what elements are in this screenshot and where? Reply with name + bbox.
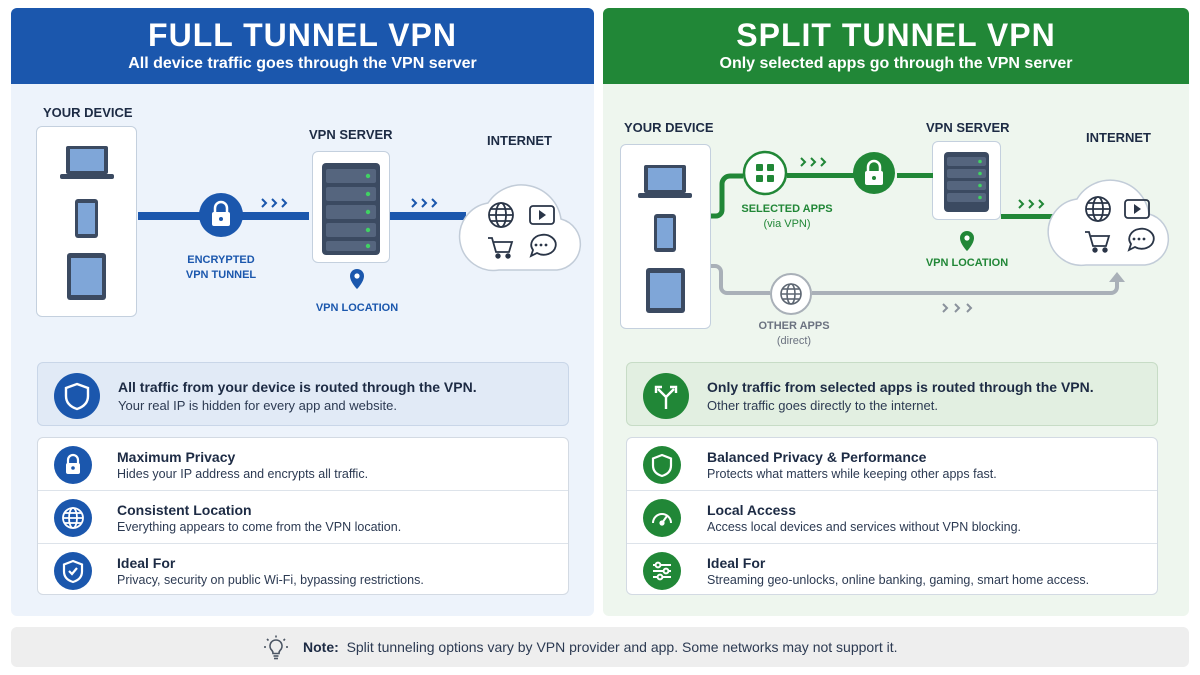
feature-desc: Everything appears to come from the VPN … (117, 520, 402, 534)
full-tablet-icon (67, 253, 106, 300)
split-features-list: Balanced Privacy & Performance Protects … (626, 437, 1158, 595)
split-cart-icon (1085, 231, 1111, 253)
sliders-icon (643, 552, 681, 590)
note-body: Split tunneling options vary by VPN prov… (346, 639, 898, 655)
split-vpn-server-label: VPN SERVER (926, 120, 1010, 135)
split-other-apps-icon (770, 273, 812, 315)
split-cloud-icon (1047, 179, 1170, 267)
full-tunnel-title: FULL TUNNEL VPN (148, 17, 457, 53)
feature-desc: Privacy, security on public Wi-Fi, bypas… (117, 573, 424, 587)
full-internet-label: INTERNET (487, 133, 552, 148)
full-summary-line2: Your real IP is hidden for every app and… (118, 398, 397, 413)
split-lock-icon (853, 152, 895, 194)
full-summary-card: All traffic from your device is routed t… (37, 362, 569, 426)
full-location-pin-icon (350, 269, 364, 289)
feature-ideal-for-split: Ideal For Streaming geo-unlocks, online … (627, 543, 1157, 595)
split-video-icon (1124, 199, 1150, 219)
split-summary-card: Only traffic from selected apps is route… (626, 362, 1158, 426)
full-lock-icon (199, 193, 243, 237)
globe-icon (54, 499, 92, 537)
full-vpn-location-label: VPN LOCATION (315, 302, 399, 314)
split-tunnel-panel: SPLIT TUNNEL VPN Only selected apps go t… (603, 8, 1189, 616)
split-chevrons-1 (800, 157, 827, 167)
full-cart-icon (488, 237, 514, 259)
split-other-apps-caption: OTHER APPS (direct) (758, 320, 830, 347)
full-globe-icon (488, 202, 514, 228)
split-summary-line1: Only traffic from selected apps is route… (707, 379, 1094, 395)
split-arrows-icon (643, 373, 689, 419)
feature-title: Ideal For (707, 555, 766, 571)
feature-desc: Streaming geo-unlocks, online banking, g… (707, 573, 1090, 587)
full-chevrons-2 (411, 198, 438, 208)
split-tunnel-title: SPLIT TUNNEL VPN (736, 17, 1056, 53)
feature-desc: Protects what matters while keeping othe… (707, 467, 997, 481)
feature-title: Local Access (707, 502, 796, 518)
feature-title: Consistent Location (117, 502, 252, 518)
split-tunnel-diagram (638, 150, 1170, 315)
feature-balanced-privacy: Balanced Privacy & Performance Protects … (627, 438, 1157, 490)
split-chat-icon (1127, 227, 1155, 252)
full-tunnel-panel: FULL TUNNEL VPN All device traffic goes … (11, 8, 594, 616)
feature-local-access: Local Access Access local devices and se… (627, 490, 1157, 542)
split-tunnel-header: SPLIT TUNNEL VPN Only selected apps go t… (603, 8, 1189, 84)
full-server-icon (322, 163, 380, 255)
split-tunnel-subtitle: Only selected apps go through the VPN se… (719, 55, 1073, 72)
split-internet-label: INTERNET (1086, 130, 1151, 145)
lock-icon (54, 446, 92, 484)
shield-icon (643, 446, 681, 484)
full-tunnel-header: FULL TUNNEL VPN All device traffic goes … (11, 8, 594, 84)
split-vpn-line-2 (897, 173, 933, 178)
feature-title: Balanced Privacy & Performance (707, 449, 927, 465)
full-tunnel-line-2 (390, 212, 466, 220)
full-vpn-server-label: VPN SERVER (309, 127, 393, 142)
full-summary-line1: All traffic from your device is routed t… (118, 379, 477, 395)
split-server-icon (944, 152, 989, 212)
split-vpn-line-1 (787, 173, 871, 178)
full-tunnel-caption: ENCRYPTED VPN TUNNEL (185, 254, 257, 281)
feature-title: Maximum Privacy (117, 449, 236, 465)
full-phone-icon (75, 199, 98, 238)
note-text: Note: Split tunneling options vary by VP… (303, 639, 898, 655)
full-your-device-label: YOUR DEVICE (43, 105, 133, 120)
note-bar: Note: Split tunneling options vary by VP… (11, 627, 1189, 667)
feature-ideal-for-full: Ideal For Privacy, security on public Wi… (38, 543, 568, 595)
note-label: Note: (303, 639, 339, 655)
full-chevrons-1 (261, 198, 288, 208)
feature-title: Ideal For (117, 555, 176, 571)
split-tablet-icon (646, 268, 685, 313)
full-features-list: Maximum Privacy Hides your IP address an… (37, 437, 569, 595)
lightbulb-icon (263, 635, 289, 666)
split-laptop-icon (638, 165, 692, 198)
shield-check-icon (54, 552, 92, 590)
speedometer-icon (643, 499, 681, 537)
split-location-pin-icon (960, 231, 974, 251)
split-your-device-label: YOUR DEVICE (624, 120, 714, 135)
full-video-icon (529, 205, 555, 225)
split-globe-icon (1085, 196, 1111, 222)
split-chevrons-3 (942, 303, 973, 313)
feature-consistent-location: Consistent Location Everything appears t… (38, 490, 568, 542)
split-summary-line2: Other traffic goes directly to the inter… (707, 398, 938, 413)
full-tunnel-diagram (60, 146, 582, 300)
split-vpn-line-3 (1001, 214, 1059, 219)
feature-maximum-privacy: Maximum Privacy Hides your IP address an… (38, 438, 568, 490)
full-cloud-icon (458, 184, 582, 272)
full-tunnel-subtitle: All device traffic goes through the VPN … (128, 55, 477, 72)
split-chevrons-2 (1018, 199, 1045, 209)
shield-icon (54, 373, 100, 419)
feature-desc: Hides your IP address and encrypts all t… (117, 467, 369, 481)
full-chat-icon (529, 233, 557, 258)
full-laptop-icon (60, 146, 114, 179)
split-selected-apps-caption: SELECTED APPS (via VPN) (741, 203, 833, 230)
feature-desc: Access local devices and services withou… (707, 520, 1022, 534)
split-apps-icon (742, 150, 788, 196)
split-phone-icon (654, 214, 676, 252)
split-vpn-location-label: VPN LOCATION (925, 257, 1009, 269)
